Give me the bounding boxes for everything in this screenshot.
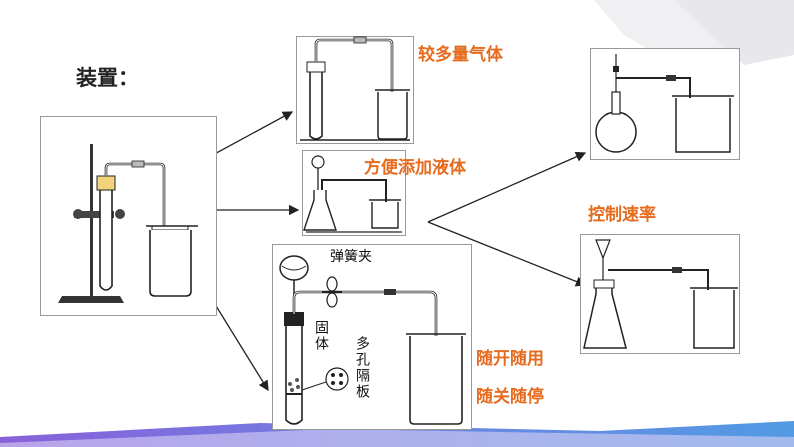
separatory-flask-svg: [590, 48, 740, 160]
more-gas-diagram: [296, 36, 414, 144]
label-start-stop-1: 随开随用: [476, 349, 544, 369]
separatory-flask-diagram: [590, 48, 740, 160]
conical-flask-svg: [580, 234, 740, 354]
label-control-rate: 控制速率: [588, 205, 656, 225]
corner-decoration: [594, 0, 794, 70]
main-apparatus-diagram: [40, 116, 217, 316]
page-heading: 装置：: [76, 66, 139, 90]
label-start-stop-2: 随关随停: [476, 387, 544, 407]
add-liquid-svg: [302, 150, 406, 236]
label-solid: 固体: [313, 320, 329, 352]
main-apparatus-svg: [40, 116, 217, 316]
label-porous-plate: 多孔隔板: [354, 336, 370, 400]
bottom-stripe-decoration: [0, 421, 794, 447]
more-gas-svg: [296, 36, 414, 144]
conical-flask-diagram: [580, 234, 740, 354]
start-stop-diagram: [272, 244, 472, 430]
arrow-to-separatory: [427, 151, 587, 223]
add-liquid-diagram: [302, 150, 406, 236]
label-spring-clip: 弹簧夹: [330, 249, 372, 265]
arrow-to-conical-flask: [427, 221, 587, 287]
start-stop-svg: [272, 244, 472, 430]
label-more-gas: 较多量气体: [418, 45, 503, 65]
label-add-liquid: 方便添加液体: [364, 158, 466, 178]
